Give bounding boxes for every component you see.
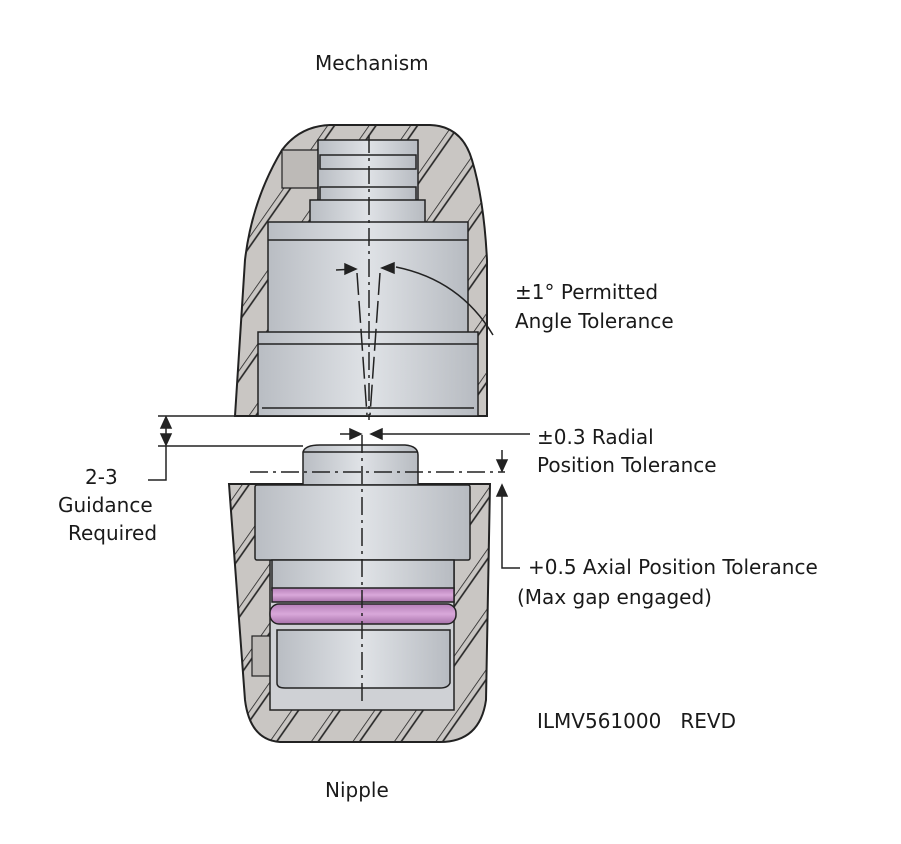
- guidance-dimension: [148, 415, 368, 481]
- radial-tolerance-marks: [340, 427, 530, 441]
- mechanism-label: Mechanism: [315, 51, 429, 75]
- guidance-label-2: Guidance: [58, 493, 153, 517]
- centerline: [250, 135, 505, 705]
- drawing-id: ILMV561000 REVD: [537, 709, 737, 733]
- radial-tolerance-label-1: ±0.3 Radial: [537, 425, 654, 449]
- radial-tolerance-label-2: Position Tolerance: [537, 453, 717, 477]
- angle-tolerance-label-1: ±1° Permitted: [515, 280, 659, 304]
- angle-tolerance-label-2: Angle Tolerance: [515, 309, 674, 333]
- axial-tolerance-marks: [495, 450, 520, 569]
- guidance-label-3: Required: [68, 521, 158, 545]
- mechanism-bore: [257, 139, 479, 417]
- axial-tolerance-label-2: (Max gap engaged): [517, 585, 712, 609]
- o-ring-groove: [271, 587, 455, 603]
- angle-tolerance-marks: [335, 261, 494, 416]
- axial-tolerance-label-1: +0.5 Axial Position Tolerance: [528, 555, 818, 579]
- guidance-label-1: 2-3: [85, 465, 118, 489]
- nipple-label: Nipple: [325, 778, 389, 802]
- o-ring: [269, 603, 457, 625]
